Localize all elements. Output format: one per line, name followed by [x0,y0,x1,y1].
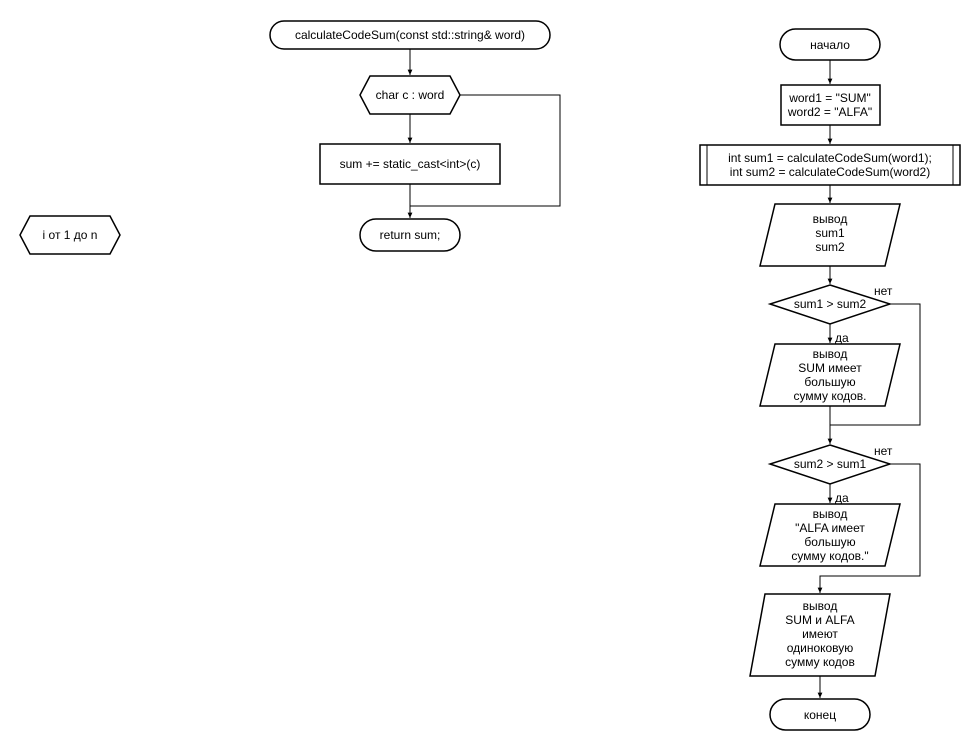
return-node[interactable]: return sum; [359,218,461,252]
isolated-loop-node[interactable]: i от 1 до n [19,215,121,255]
condition2-text: sum2 > sum1 [794,457,867,471]
connector-loop-exit [410,94,561,207]
start-node[interactable]: начало [779,28,881,61]
assign-node[interactable]: word1 = "SUM" word2 = "ALFA" [780,84,881,126]
output1-line-1: вывод [813,212,848,226]
output1-line-3: sum2 [815,240,845,254]
connector-cond1-no [830,303,921,426]
output3-line-4: сумму кодов." [791,549,868,563]
function-header-node[interactable]: calculateCodeSum(const std::string& word… [269,20,551,50]
end-text: конец [804,708,836,722]
call-line-1: int sum1 = calculateCodeSum(word1); [728,151,932,165]
output3-line-3: большую [804,535,855,549]
output-alfa-larger-node[interactable]: вывод "ALFA имеет большую сумму кодов." [759,503,901,567]
output4-line-5: сумму кодов [785,655,855,669]
sum-process-text: sum += static_cast<int>(c) [340,157,481,171]
condition1-text: sum1 > sum2 [794,297,867,311]
output-equal-node[interactable]: вывод SUM и ALFA имеют одиноковую сумму … [749,593,891,677]
output3-line-2: "ALFA имеет [795,521,865,535]
function-header-text: calculateCodeSum(const std::string& word… [295,28,525,42]
output-sum-larger-node[interactable]: вывод SUM имеет большую сумму кодов. [759,343,901,407]
output4-line-2: SUM и ALFA [785,613,854,627]
connector-cond2-no [817,463,921,593]
output2-line-3: большую [804,375,855,389]
output2-line-1: вывод [813,347,848,361]
output2-line-4: сумму кодов. [793,389,866,403]
output1-line-2: sum1 [815,226,845,240]
start-text: начало [810,38,850,52]
sum-process-node[interactable]: sum += static_cast<int>(c) [319,143,501,185]
condition1-no-label: нет [874,284,893,298]
loop-node[interactable]: char c : word [359,75,461,115]
output-sums-node[interactable]: вывод sum1 sum2 [759,203,901,267]
condition2-node[interactable]: sum2 > sum1 [767,444,893,485]
output4-line-3: имеют [802,627,838,641]
condition2-yes-label: да [835,491,849,505]
output2-line-2: SUM имеет [798,361,862,375]
return-text: return sum; [380,228,441,242]
condition1-yes-label: да [835,331,849,345]
loop-text: char c : word [376,88,445,102]
condition2-no-label: нет [874,444,893,458]
call-line-2: int sum2 = calculateCodeSum(word2) [730,165,930,179]
assign-line-2: word2 = "ALFA" [787,105,872,119]
assign-line-1: word1 = "SUM" [788,91,871,105]
condition1-node[interactable]: sum1 > sum2 [767,284,893,325]
output4-line-1: вывод [803,599,838,613]
output4-line-4: одиноковую [787,641,854,655]
output3-line-1: вывод [813,507,848,521]
end-node[interactable]: конец [769,698,871,731]
call-subroutine-node[interactable]: int sum1 = calculateCodeSum(word1); int … [699,144,961,186]
isolated-loop-text: i от 1 до n [43,228,98,242]
